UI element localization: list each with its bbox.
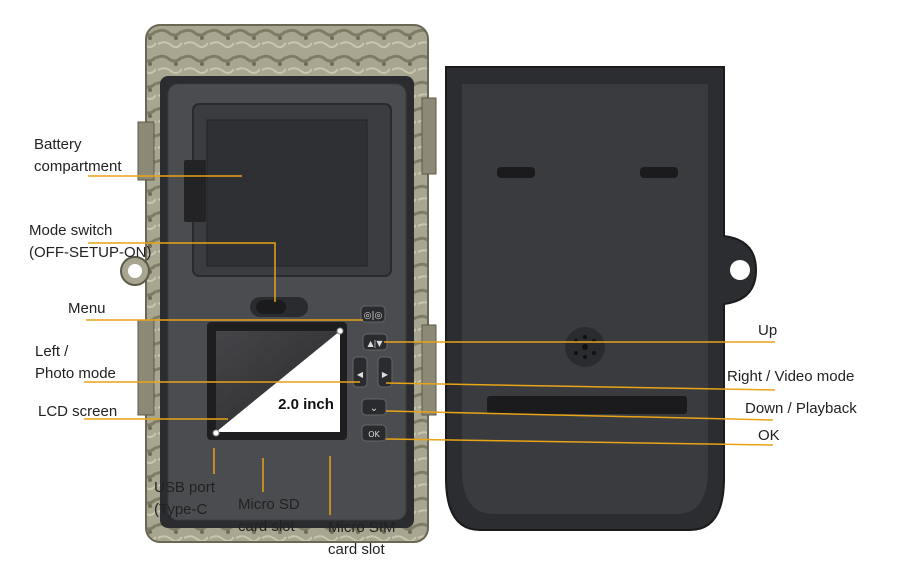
down-playback-button[interactable]: ⌄	[361, 398, 387, 416]
cover-bar	[487, 396, 687, 414]
label-sim-line2: card slot	[328, 541, 385, 558]
control-buttons: ◎|◎ ▲|▼ ◀ ▶ ⌄ OK	[352, 305, 393, 442]
label-battery-line2: compartment	[34, 158, 122, 175]
leader-down	[385, 410, 774, 421]
down-button-glyph: ⌄	[370, 403, 378, 414]
mode-switch[interactable]	[250, 297, 308, 317]
leader-ok	[385, 438, 774, 446]
ok-button[interactable]: OK	[361, 424, 387, 442]
left-photo-button[interactable]: ◀	[352, 356, 368, 388]
leader-mode-switch	[88, 242, 276, 302]
up-down-button[interactable]: ▲|▼	[362, 333, 388, 351]
cover-slot-left	[497, 167, 535, 178]
label-usb-line2: (Type-C	[154, 501, 208, 518]
label-mode-switch: Mode switch (OFF-SETUP-ON)	[29, 220, 151, 264]
label-sd-line1: Micro SD	[238, 496, 300, 513]
label-left-line2: Photo mode	[35, 365, 116, 382]
label-mode-switch-line2: (OFF-SETUP-ON)	[29, 244, 152, 261]
label-usb-line1: USB port	[154, 479, 215, 496]
label-right-video: Right / Video mode	[727, 368, 855, 385]
menu-button-glyph: ◎|◎	[364, 311, 383, 321]
lcd-screen: 2.0 inch	[207, 322, 347, 440]
label-left-line1: Left /	[35, 343, 69, 360]
left-button-glyph: ◀	[357, 370, 364, 379]
label-left-photo: Left / Photo mode	[35, 341, 116, 385]
label-menu: Menu	[68, 300, 106, 317]
label-usb-port: USB port (Type-C	[154, 477, 215, 521]
speaker-grille	[565, 327, 605, 367]
menu-button[interactable]: ◎|◎	[360, 305, 386, 323]
label-sim-line1: Micro SIM	[328, 519, 396, 536]
leader-lines	[84, 175, 776, 515]
up-button-glyph: ▲|▼	[368, 339, 384, 348]
back-cover	[445, 66, 758, 531]
label-battery-line1: Battery	[34, 136, 82, 153]
screen-size-label: 2.0 inch	[278, 396, 334, 413]
label-micro-sim: Micro SIM card slot	[328, 517, 396, 561]
right-video-button[interactable]: ▶	[377, 356, 393, 388]
ok-button-glyph: OK	[368, 430, 380, 439]
battery-compartment[interactable]	[184, 103, 392, 277]
label-mode-switch-line1: Mode switch	[29, 222, 113, 239]
cover-slot-right	[640, 167, 678, 178]
label-up: Up	[758, 322, 778, 339]
label-battery-compartment: Battery compartment	[34, 134, 122, 178]
right-button-glyph: ▶	[382, 370, 389, 379]
label-micro-sd: Micro SD card slot	[238, 494, 300, 538]
label-ok: OK	[758, 427, 780, 444]
label-down-playback: Down / Playback	[745, 400, 857, 417]
label-sd-line2: card slot	[238, 518, 295, 535]
leader-right-video	[385, 382, 776, 391]
label-lcd-screen: LCD screen	[38, 403, 118, 420]
